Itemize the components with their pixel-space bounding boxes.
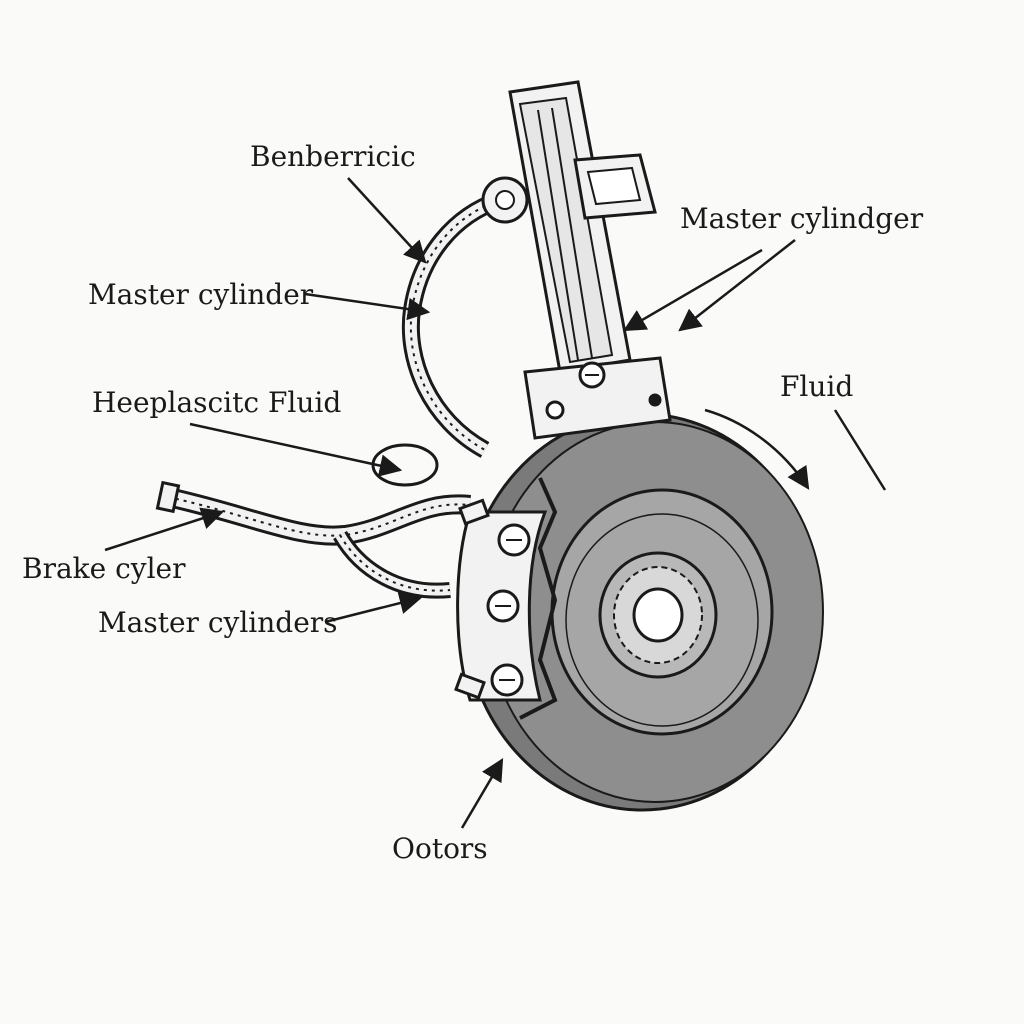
- leader-heeplascitc-fluid: [189, 422, 403, 477]
- leader-master-cylinder-right-b: [678, 239, 796, 332]
- leader-ootors: [460, 758, 504, 829]
- leader-lines: [104, 177, 887, 829]
- label-master-cylinders: Master cylinders: [98, 606, 338, 639]
- leader-master-cylinders: [324, 592, 423, 624]
- label-master-cylinder-right: Master cylindger: [680, 202, 924, 235]
- caliper-bolts: [486, 523, 531, 697]
- label-fluid: Fluid: [780, 370, 853, 403]
- label-master-cylinder-left: Master cylinder: [88, 278, 314, 311]
- caliper-bracket-base: [523, 356, 672, 440]
- leader-fluid: [833, 409, 887, 491]
- wheel-hub: [598, 551, 718, 679]
- leader-brake-cyler: [104, 507, 225, 552]
- label-heeplascitc-fluid: Heeplascitc Fluid: [92, 386, 341, 419]
- leader-master-cylinder-right-a: [623, 248, 763, 332]
- brake-hose-upper: [401, 191, 504, 458]
- label-benberricic: Benberricic: [250, 140, 416, 173]
- leader-master-cylinder-left: [304, 292, 431, 321]
- hose-fitting: [481, 176, 529, 224]
- fluid-flow-arrow: [704, 408, 810, 490]
- caliper-arm: [508, 80, 657, 374]
- label-brake-cyler: Brake cyler: [22, 552, 186, 585]
- brake-line-lower: [155, 480, 471, 599]
- label-ootors: Ootors: [392, 832, 488, 865]
- leader-benberricic: [347, 177, 427, 264]
